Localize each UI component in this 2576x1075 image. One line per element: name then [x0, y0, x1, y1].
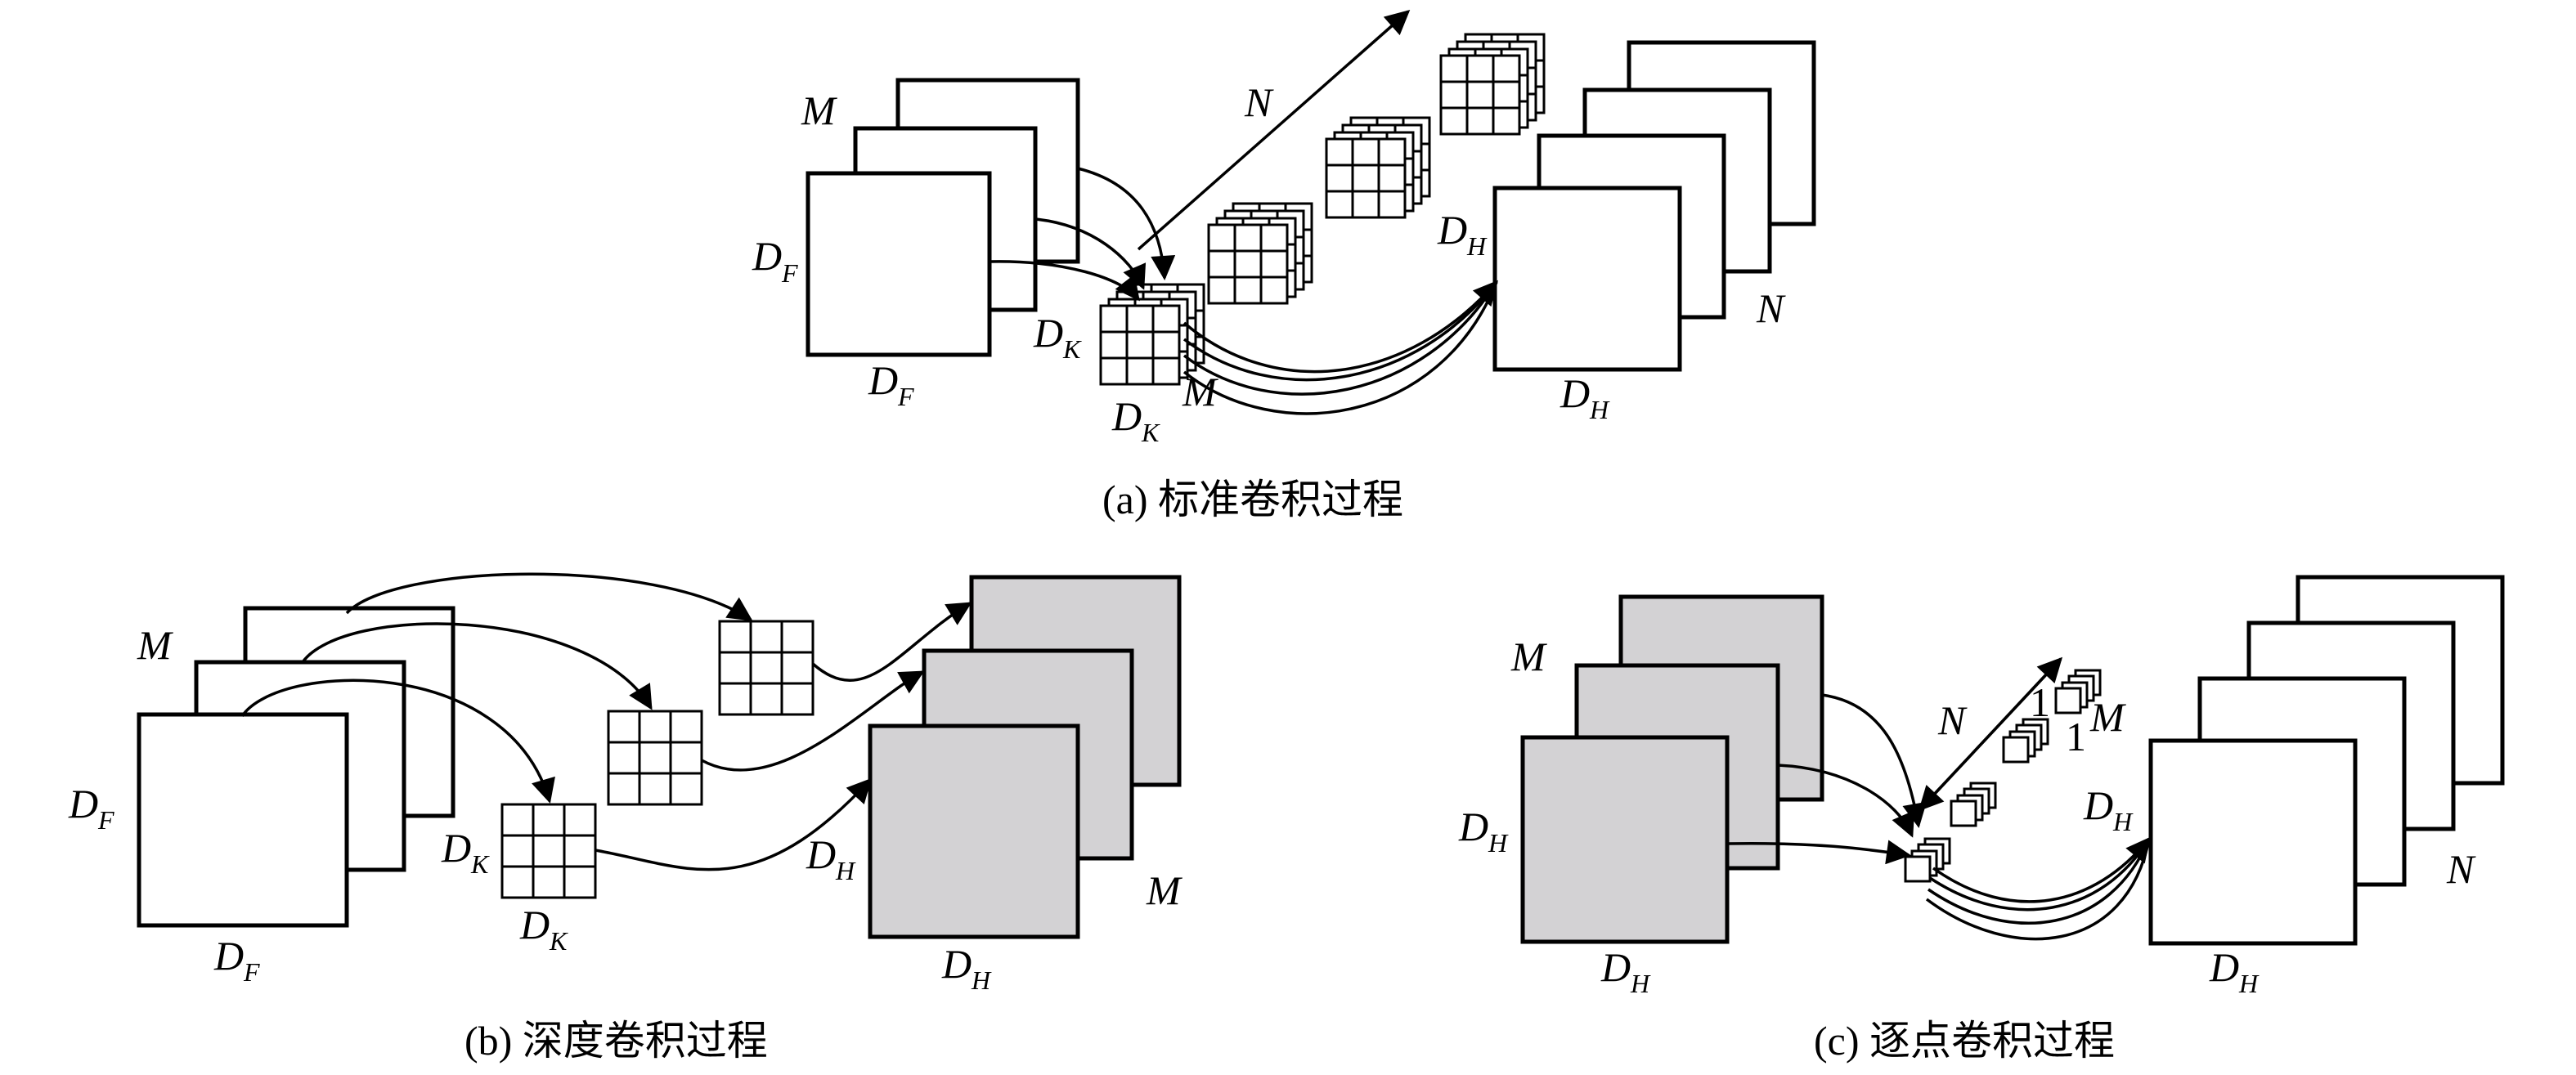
svg-text:H: H	[835, 856, 856, 885]
svg-text:K: K	[1062, 334, 1082, 364]
input-feature-maps	[1520, 594, 1824, 944]
svg-text:H: H	[1589, 395, 1610, 424]
label-df-horizontal: D F	[868, 357, 914, 411]
label-m-kernel: M	[2089, 694, 2126, 740]
label-n-output: N	[1756, 285, 1786, 331]
label-n-arrow: N	[1244, 79, 1274, 125]
panel-b-depthwise-convolution: M D F D F D K D K D H D H M (b) 深度卷积过程	[68, 572, 1183, 1064]
svg-text:D: D	[941, 941, 972, 987]
label-df-vertical: D F	[68, 781, 114, 835]
svg-text:K: K	[549, 926, 568, 956]
svg-text:F: F	[897, 382, 914, 411]
svg-text:D: D	[868, 357, 898, 403]
label-dk-horizontal: D K	[1111, 393, 1160, 447]
label-dh-horizontal: D H	[1560, 370, 1610, 424]
input-to-kernel-arrows	[989, 167, 1176, 302]
svg-text:D: D	[1437, 207, 1467, 253]
svg-text:F: F	[781, 258, 798, 288]
svg-text:D: D	[519, 902, 550, 947]
label-dh-horizontal: D H	[941, 941, 992, 995]
label-dh-vertical: D H	[806, 831, 856, 885]
label-n-arrow: N	[1937, 697, 1968, 743]
output-feature-maps	[868, 575, 1182, 939]
svg-text:D: D	[1033, 310, 1063, 356]
label-m: M	[1510, 634, 1547, 679]
svg-text:D: D	[1560, 370, 1590, 416]
svg-text:D: D	[1458, 804, 1488, 849]
svg-text:H: H	[2112, 807, 2134, 836]
output-feature-maps	[2148, 575, 2505, 946]
kernel-to-output-arrows	[1925, 836, 2151, 941]
label-one-b: 1	[2066, 714, 2086, 759]
label-n-output: N	[2446, 846, 2476, 892]
panel-a-standard-convolution: M D F D F D K D K M N D H D H N (a) 标准卷积…	[752, 10, 1816, 522]
svg-text:D: D	[2083, 782, 2113, 828]
kernel-channel-1	[718, 620, 815, 716]
label-one-a: 1	[2030, 679, 2050, 725]
filter-stack-2	[1209, 204, 1312, 303]
label-df-horizontal: D F	[213, 933, 260, 987]
label-m-input: M	[801, 87, 837, 133]
panel-c-pointwise-convolution: M D H D H N 1 1 M D H D H N (c) 逐点卷积过程	[1458, 575, 2505, 1064]
filter-stack-3	[1326, 118, 1429, 217]
label-m-output: M	[1146, 867, 1183, 913]
input-feature-maps	[137, 606, 456, 928]
pointwise-filter-3	[2002, 718, 2049, 764]
svg-text:F: F	[243, 957, 260, 987]
input-feature-maps	[806, 78, 1080, 357]
svg-text:D: D	[68, 781, 98, 826]
label-df-vertical: D F	[752, 233, 798, 288]
label-m-kernel: M	[1182, 369, 1218, 414]
input-to-kernel-arrows	[240, 572, 753, 804]
label-dh-vertical: D H	[1437, 207, 1488, 261]
caption-a: (a) 标准卷积过程	[1102, 477, 1403, 522]
caption-c: (c) 逐点卷积过程	[1814, 1018, 2115, 1064]
svg-text:H: H	[2238, 969, 2260, 998]
label-dh-horizontal: D H	[1600, 944, 1651, 998]
label-dh-vertical: D H	[1458, 804, 1509, 858]
label-dk-horizontal: D K	[519, 902, 568, 956]
svg-text:H: H	[1466, 231, 1488, 261]
svg-text:D: D	[1111, 393, 1142, 439]
output-feature-maps	[1492, 40, 1816, 372]
label-dk-vertical: D K	[1033, 310, 1082, 364]
svg-text:D: D	[806, 831, 836, 877]
svg-text:D: D	[752, 233, 782, 279]
svg-text:F: F	[97, 805, 114, 835]
label-dh-output-vertical: D H	[2083, 782, 2134, 836]
n-direction-arrow	[1137, 10, 1411, 251]
svg-text:D: D	[213, 933, 244, 979]
svg-text:D: D	[1600, 944, 1631, 990]
svg-text:K: K	[470, 849, 490, 879]
pointwise-filter-2	[1950, 782, 1997, 827]
label-m: M	[801, 87, 837, 133]
svg-text:H: H	[971, 965, 992, 995]
label-dh-output-horizontal: D H	[2209, 944, 2260, 998]
caption-b: (b) 深度卷积过程	[464, 1018, 768, 1064]
label-m: M	[137, 622, 173, 668]
svg-text:H: H	[1488, 828, 1509, 858]
kernel-to-output-arrows	[595, 602, 972, 871]
kernel-channel-2	[607, 710, 703, 806]
svg-text:H: H	[1630, 969, 1651, 998]
kernel-to-output-arrows	[1183, 280, 1498, 415]
svg-text:D: D	[441, 825, 471, 871]
input-to-kernel-arrows	[1726, 693, 1928, 865]
svg-text:D: D	[2209, 944, 2239, 990]
filter-stack-4	[1441, 34, 1544, 134]
n-direction-arrow-reverse	[1918, 657, 2062, 812]
kernel-channel-3	[500, 803, 597, 899]
label-dk-vertical: D K	[441, 825, 490, 879]
svg-text:K: K	[1141, 418, 1160, 447]
